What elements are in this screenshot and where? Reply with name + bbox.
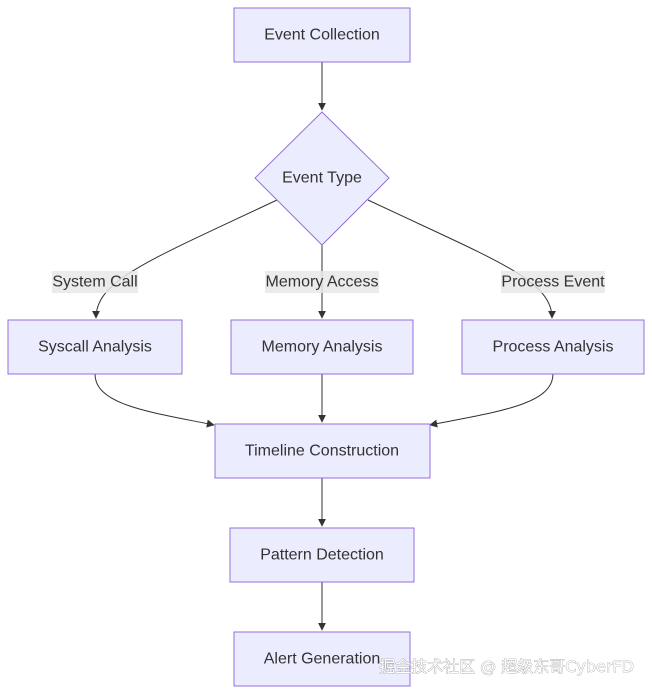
node-timeline-construction: Timeline Construction [214, 423, 431, 479]
node-pattern-detection: Pattern Detection [229, 527, 415, 583]
edge-label-system-call: System Call [52, 271, 138, 293]
node-alert-generation: Alert Generation [233, 631, 411, 687]
edge-syscall-to-timeline [94, 373, 215, 428]
node-alert-generation-label: Alert Generation [264, 651, 381, 668]
node-timeline-construction-label: Timeline Construction [245, 443, 399, 460]
node-event-type: Event Type [254, 111, 390, 246]
edge-label-memory-access: Memory Access [265, 271, 379, 293]
node-event-collection-label: Event Collection [264, 27, 380, 44]
watermark-text: 掘金技术社区 @ 超级东哥CyberFD [379, 657, 634, 676]
edges [92, 62, 556, 631]
node-process-analysis-label: Process Analysis [493, 339, 614, 356]
edge-label-process-event: Process Event [501, 271, 605, 293]
node-syscall-analysis-label: Syscall Analysis [38, 339, 152, 356]
edge-label-process-event-text: Process Event [501, 274, 605, 291]
edge-label-memory-access-text: Memory Access [266, 274, 379, 291]
node-pattern-detection-label: Pattern Detection [260, 547, 384, 564]
edge-type-to-process [367, 199, 556, 319]
node-syscall-analysis: Syscall Analysis [7, 319, 183, 375]
node-memory-analysis: Memory Analysis [230, 319, 414, 375]
edge-label-system-call-text: System Call [52, 274, 137, 291]
node-event-type-label: Event Type [282, 170, 362, 187]
node-event-collection: Event Collection [233, 7, 411, 63]
edge-process-to-timeline [429, 373, 554, 428]
edge-type-to-syscall [92, 199, 278, 319]
node-process-analysis: Process Analysis [461, 319, 645, 375]
node-memory-analysis-label: Memory Analysis [262, 339, 383, 356]
